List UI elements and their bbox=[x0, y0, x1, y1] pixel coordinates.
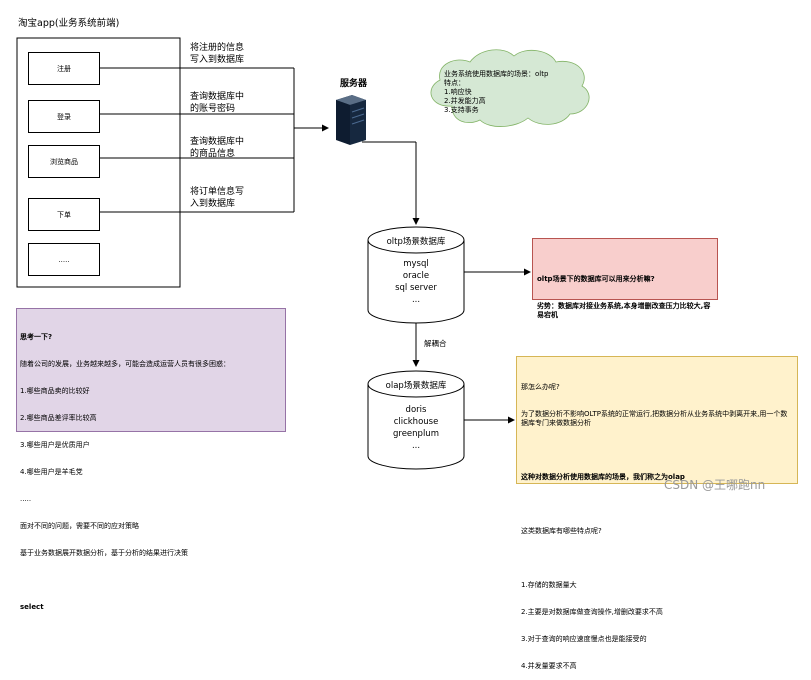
cloud-line: 特点： bbox=[444, 79, 465, 87]
db-item: mysql bbox=[403, 259, 429, 269]
yellow-note-line bbox=[521, 446, 793, 455]
label-write-order: 将订单信息写 入到数据库 bbox=[190, 187, 245, 209]
purple-note-line: 4.哪些用户是羊毛党 bbox=[20, 468, 83, 476]
cloud-line: 业务系统使用数据库的场景：oltp bbox=[444, 70, 549, 78]
olap-cylinder bbox=[367, 370, 465, 470]
yellow-note-line: 为了数据分析不影响OLTP系统的正常运行,把数据分析从业务系统中剥离开来,用一个… bbox=[521, 410, 788, 427]
yellow-note-line: 3.对于查询的响应速度慢点也是能接受的 bbox=[521, 635, 647, 643]
more-button[interactable]: ..... bbox=[28, 243, 100, 276]
db-item: doris bbox=[405, 405, 427, 415]
purple-note-line: 面对不同的问题，需要不同的应对策略 bbox=[20, 522, 139, 530]
purple-note-line: 3.哪些用户是优质用户 bbox=[20, 441, 90, 449]
purple-note-line: 基于业务数据展开数据分析，基于分析的结果进行决策 bbox=[20, 549, 188, 557]
label-query-account: 查询数据库中 的账号密码 bbox=[190, 92, 245, 114]
login-button[interactable]: 登录 bbox=[28, 100, 100, 133]
watermark: CSDN @王哪跑nn bbox=[664, 478, 766, 492]
yellow-note-line: 4.并发量要求不高 bbox=[521, 662, 577, 670]
purple-note-line: 随着公司的发展，业务越来越多，可能会造成运营人员有很多困惑： bbox=[20, 360, 230, 368]
olap-db-title: olap场景数据库 bbox=[385, 381, 447, 391]
oltp-cylinder bbox=[367, 226, 465, 324]
db-item: ... bbox=[411, 295, 421, 305]
server-label: 服务器 bbox=[340, 79, 368, 89]
yellow-note-line: 这类数据库有哪些特点呢? bbox=[521, 527, 602, 535]
db-item: greenplum bbox=[393, 429, 439, 439]
purple-note-line: ..... bbox=[20, 495, 32, 503]
cloud-shape bbox=[430, 49, 590, 127]
red-note-line: oltp场景下的数据库可以用来分析嘛? bbox=[537, 275, 655, 283]
purple-note-line: 2.哪些商品差评率比较高 bbox=[20, 414, 97, 422]
yellow-note: 那怎么办呢? 为了数据分析不影响OLTP系统的正常运行,把数据分析从业务系统中剥… bbox=[516, 356, 798, 670]
server-tower-icon bbox=[336, 95, 366, 145]
oltp-db-title: oltp场景数据库 bbox=[386, 237, 446, 247]
yellow-note-line: 那怎么办呢? bbox=[521, 383, 560, 391]
red-note: oltp场景下的数据库可以用来分析嘛? 劣势：数据库对接业务系统,本身增删改查压… bbox=[532, 238, 718, 319]
label-query-products: 查询数据库中 的商品信息 bbox=[190, 137, 245, 159]
purple-note-line: 1.哪些商品卖的比较好 bbox=[20, 387, 90, 395]
cloud-text: 业务系统使用数据库的场景：oltp 特点： 1.响应快 2.并发能力高 3.支持… bbox=[444, 70, 548, 115]
cloud-line: 3.支持事务 bbox=[444, 106, 479, 114]
yellow-note-line bbox=[521, 554, 793, 563]
purple-note-line: select bbox=[20, 603, 44, 611]
cloud-line: 2.并发能力高 bbox=[444, 97, 486, 105]
browse-products-button[interactable]: 浏览商品 bbox=[28, 145, 100, 178]
purple-note: 思考一下? 随着公司的发展，业务越来越多，可能会造成运营人员有很多困惑： 1.哪… bbox=[16, 308, 286, 611]
oltp-db-items: mysql oracle sql server ... bbox=[368, 258, 464, 306]
label-write-register: 将注册的信息 写入到数据库 bbox=[190, 43, 245, 65]
yellow-note-line: 1.存储的数据量大 bbox=[521, 581, 577, 589]
olap-db-items: doris clickhouse greenplum ... bbox=[368, 404, 464, 452]
db-item: sql server bbox=[395, 283, 437, 293]
yellow-note-line: 2.主要是对数据库做查询操作,增删改要求不高 bbox=[521, 608, 663, 616]
yellow-note-line: 这种对数据分析使用数据库的场景，我们称之为olap bbox=[521, 473, 685, 481]
place-order-button[interactable]: 下单 bbox=[28, 198, 100, 231]
purple-note-line bbox=[20, 576, 282, 585]
purple-note-line: 思考一下? bbox=[20, 333, 53, 341]
red-note-line: 劣势：数据库对接业务系统,本身增删改查压力比较大,容易宕机 bbox=[537, 302, 711, 319]
db-item: clickhouse bbox=[393, 417, 439, 427]
db-item: ... bbox=[411, 441, 421, 451]
yellow-note-line bbox=[521, 500, 793, 509]
app-title: 淘宝app(业务系统前端) bbox=[18, 18, 120, 29]
decouple-label: 解耦合 bbox=[424, 339, 447, 348]
db-item: oracle bbox=[402, 271, 430, 281]
register-button[interactable]: 注册 bbox=[28, 52, 100, 85]
cloud-line: 1.响应快 bbox=[444, 88, 472, 96]
